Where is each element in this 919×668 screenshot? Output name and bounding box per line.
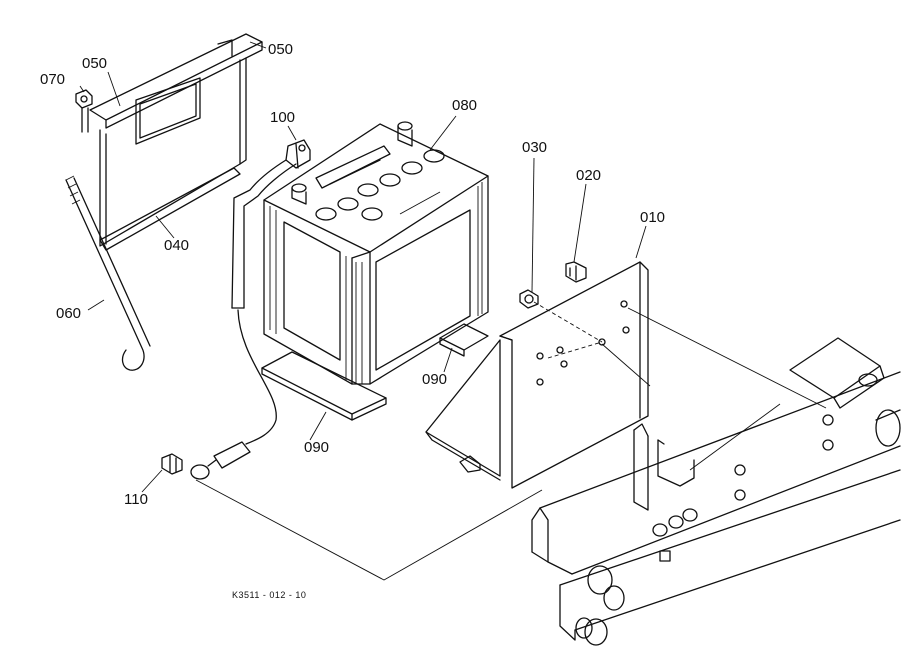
label-090-rear: 090 <box>422 371 447 388</box>
pad-090-rear <box>439 323 489 357</box>
pad-090-front <box>261 351 387 421</box>
rod-060 <box>65 175 151 371</box>
label-110: 110 <box>124 491 148 508</box>
battery-080 <box>263 121 489 385</box>
battery-support-plate <box>425 261 649 489</box>
battery-cable <box>161 139 311 480</box>
label-070: 070 <box>40 71 65 88</box>
drawing-code: K3511 - 012 - 10 <box>232 590 306 600</box>
bolt-020 <box>565 261 587 283</box>
label-060: 060 <box>56 305 81 322</box>
label-040: 040 <box>164 237 189 254</box>
label-090-front: 090 <box>304 439 329 456</box>
nut-030 <box>519 289 539 309</box>
label-030: 030 <box>522 139 547 156</box>
label-050-left: 050 <box>82 55 107 72</box>
chassis-frame <box>531 337 901 646</box>
label-050-right: 050 <box>268 41 293 58</box>
label-010: 010 <box>640 209 665 226</box>
label-100: 100 <box>270 109 295 126</box>
battery-holder-frame <box>75 33 263 251</box>
label-080: 080 <box>452 97 477 114</box>
label-020: 020 <box>576 167 601 184</box>
